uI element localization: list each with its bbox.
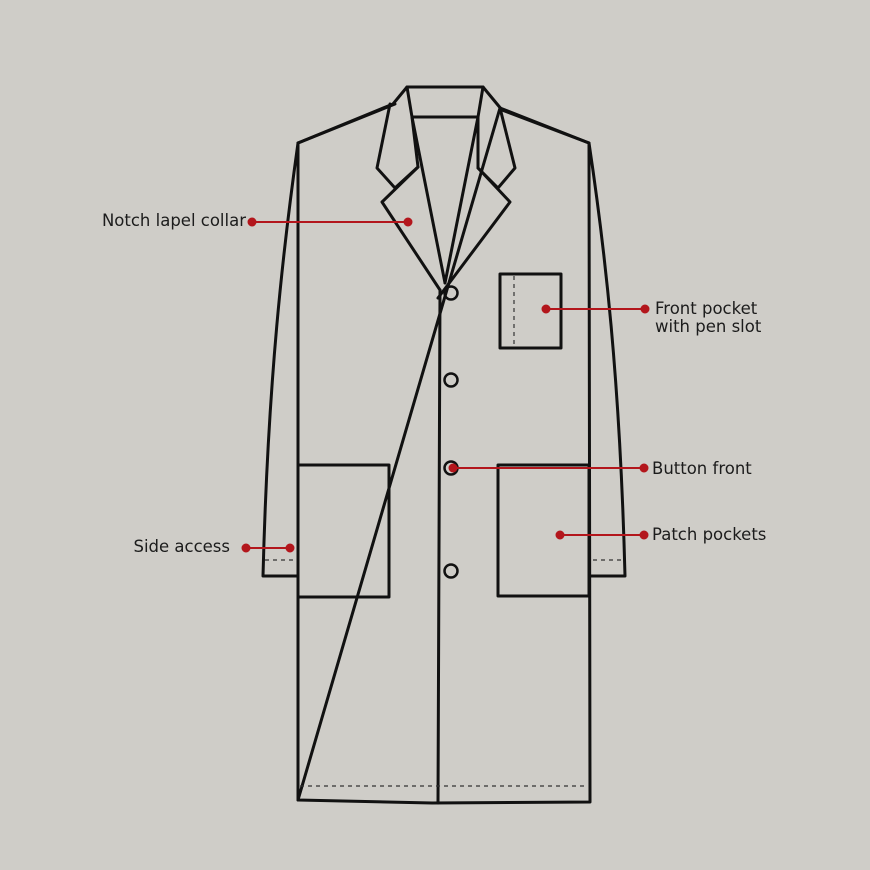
label-front-pocket-line2: with pen slot (655, 317, 762, 336)
button-2 (443, 372, 459, 388)
label-patch-pockets: Patch pockets (652, 525, 767, 544)
right-sleeve (587, 141, 627, 578)
front-placket (436, 288, 442, 805)
breast-pocket (498, 272, 563, 350)
label-button-front: Button front (652, 459, 752, 478)
button-4 (443, 563, 459, 579)
coat-body (296, 102, 592, 805)
button-1 (443, 285, 459, 301)
left-lapel (380, 165, 442, 292)
right-patch-pocket (496, 463, 591, 598)
right-lapel (436, 166, 512, 300)
left-sleeve (261, 141, 300, 578)
label-side-access: Side access (133, 537, 230, 556)
label-front-pocket-line1: Front pocket (655, 299, 758, 318)
left-patch-pocket (296, 463, 391, 599)
label-front-pocket: Front pocket with pen slot (655, 300, 761, 336)
collar-band (391, 85, 504, 112)
label-notch-lapel-collar: Notch lapel collar (101, 211, 246, 230)
